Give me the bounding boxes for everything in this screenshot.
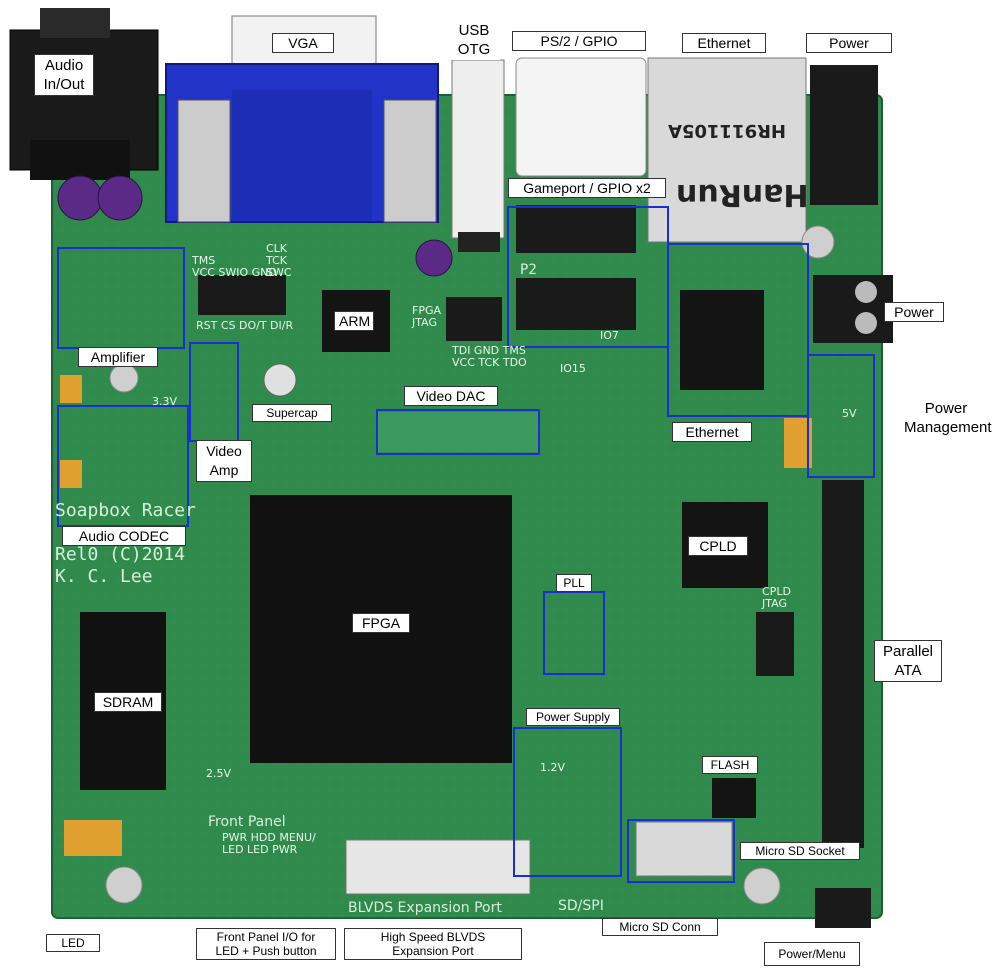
label-blvds: High Speed BLVDS Expansion Port [344,928,522,960]
silk-2v5: 2.5V [206,767,232,780]
label-flash: FLASH [702,756,758,774]
silk-jtag-top: CLK TCK SWC [266,242,292,279]
ethernet-rj45 [647,57,807,243]
silk-sdspi: SD/SPI [558,898,604,914]
usb-otg-connector [451,59,505,252]
label-arm: ARM [334,311,374,331]
silk-io15: IO15 [560,362,586,375]
silk-front-panel: Front Panel [208,814,286,830]
highlight-power-supply [513,727,622,877]
label-front-panel-io: Front Panel I/O for LED + Push button [196,928,336,960]
highlight-micro-sd [627,819,735,883]
power-jack [810,65,878,205]
silk-tdi-row: TDI GND TMS VCC TCK TDO [452,344,527,369]
silk-board-name-2: Rel0 (C)2014 [55,544,186,565]
label-power-supply: Power Supply [526,708,620,726]
label-micro-sd-conn: Micro SD Conn [602,918,718,936]
silk-board-name-3: K. C. Lee [55,566,153,587]
gpio-headers [516,205,636,330]
label-power-menu: Power/Menu [764,942,860,966]
power-menu-button [815,888,871,928]
label-ps2: PS/2 / GPIO [512,31,646,51]
label-supercap: Supercap [252,404,332,422]
ethernet-phy-chip [680,290,764,390]
highlight-ethernet-phy [667,243,809,417]
label-video-amp: Video Amp [196,440,252,482]
fpga-jtag-header [446,297,502,341]
silk-fpga-jtag: FPGA JTAG [412,304,442,329]
swd-header [198,275,286,315]
flash-chip [712,778,756,818]
label-audio: Audio In/Out [34,54,94,96]
label-power-mgmt: Power Management [904,400,992,436]
blvds-connector [345,839,531,895]
silk-rst-row: RST CS DO/T DI/R [196,319,294,332]
label-ethernet-mid: Ethernet [672,422,752,442]
video-dac-header [378,412,538,452]
silk-3v3: 3.3V [152,395,178,408]
label-sdram: SDRAM [94,692,162,712]
silk-hanrun: HanRun [676,177,809,212]
silk-1v2: 1.2V [540,761,566,774]
highlight-video-dac [376,409,540,455]
label-vga: VGA [272,33,334,53]
label-led: LED [46,934,100,952]
label-pll: PLL [556,574,592,592]
label-video-dac: Video DAC [404,386,498,406]
label-cpld: CPLD [688,536,748,556]
label-gameport: Gameport / GPIO x2 [508,178,666,198]
silk-5v: 5V [842,407,857,420]
label-fpga: FPGA [352,613,410,633]
highlight-power-mgmt [807,354,875,478]
power-terminal [813,275,893,343]
highlight-pll [543,591,605,675]
micro-sd-socket [635,821,733,877]
label-audio-codec: Audio CODEC [62,526,186,546]
label-power-right: Power [884,302,944,322]
label-amplifier: Amplifier [78,347,158,367]
silk-board-name-1: Soapbox Racer [55,500,196,521]
label-ethernet-top: Ethernet [682,33,766,53]
label-power-top: Power [806,33,892,53]
cpld-jtag-header [756,612,794,676]
silk-hr-part: HR911105A [668,120,787,141]
parallel-ata-header [822,480,864,848]
silk-io7: IO7 [600,329,619,342]
label-parallel-ata: Parallel ATA [874,640,942,682]
label-micro-sd-socket: Micro SD Socket [740,842,860,860]
ps2-connector [515,57,647,177]
silk-cpld-jtag: CPLD JTAG [762,585,791,610]
silk-p2: P2 [520,262,537,278]
silk-front-panel-pins: PWR HDD MENU/ LED LED PWR [222,831,316,856]
audio-jack [9,8,159,180]
silk-blvds: BLVDS Expansion Port [348,900,502,916]
silk-jtag-mid: TMS VCC SWIO GND [192,254,277,279]
vga-connector [165,15,439,223]
label-usb: USB OTG [448,20,500,60]
